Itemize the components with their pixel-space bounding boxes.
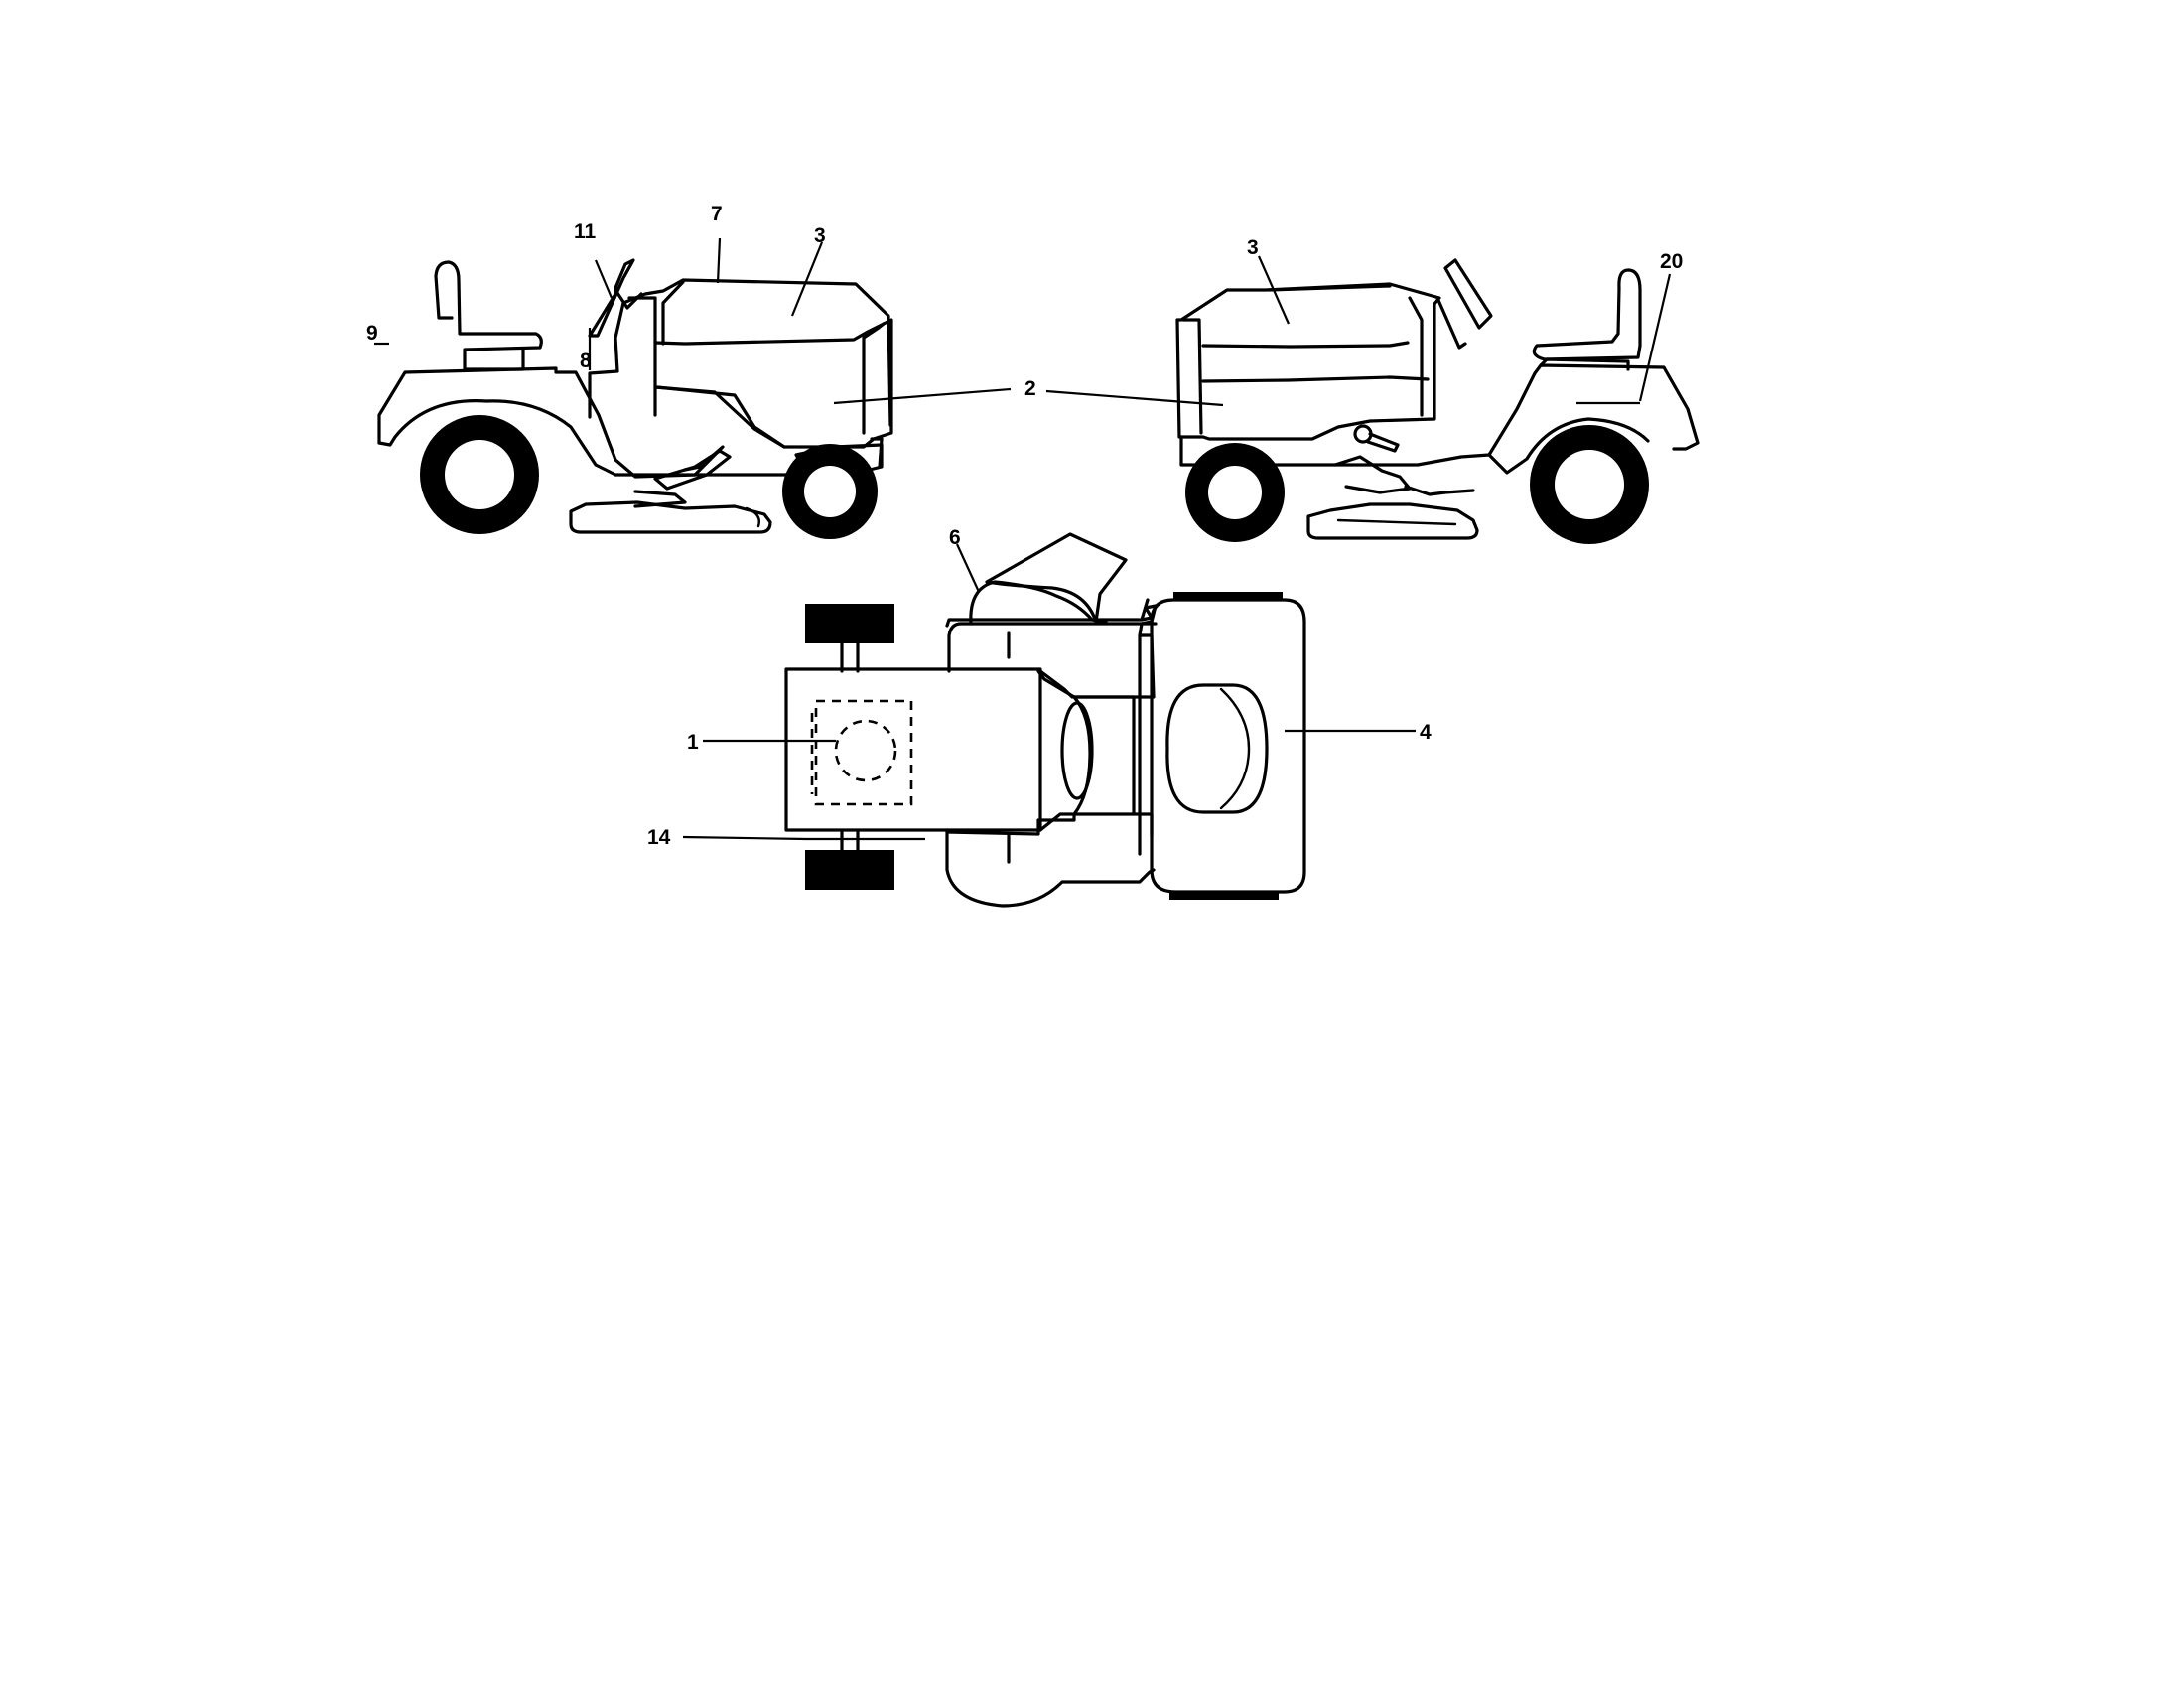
top-discharge-chute [985,532,1128,624]
top-rear-fender [1150,598,1306,894]
top-rear-wheel-left [805,604,894,643]
callout-1: 1 [687,731,699,754]
callout-3-left: 3 [814,224,826,247]
left-pedal [653,449,732,491]
callout-20: 20 [1660,250,1683,273]
callout-3-right: 3 [1247,236,1259,259]
top-front-bumper-left [1173,592,1283,600]
top-front-bumper-right [1169,892,1279,900]
left-side-tractor [374,237,1012,539]
right-mower-deck [1306,502,1479,540]
left-rear-body [377,366,725,479]
top-view-tractor [682,532,1416,908]
callout-6: 6 [949,526,961,549]
left-steering-wheel [588,258,635,338]
right-steering-wheel [1443,258,1493,330]
right-side-tractor [1045,255,1700,544]
top-seat [1165,683,1269,814]
top-steering-wheel [1060,701,1094,800]
top-rear-wheel-right [805,850,894,890]
callout-7: 7 [711,203,723,225]
left-dash [588,278,892,427]
right-hood [1175,282,1441,441]
callout-4: 4 [1420,721,1432,744]
left-hood [653,318,893,449]
callout-9: 9 [366,322,378,345]
right-seat [1532,268,1642,361]
top-decal-area [814,699,913,806]
left-mower-deck [569,500,772,534]
callout-2: 2 [1024,377,1036,400]
callout-14: 14 [647,826,671,849]
top-body [945,598,1158,699]
top-hood [784,667,1042,832]
callout-8: 8 [580,350,592,372]
right-rear-body [1179,363,1700,467]
left-seat [434,260,543,371]
callout-11: 11 [574,220,597,243]
